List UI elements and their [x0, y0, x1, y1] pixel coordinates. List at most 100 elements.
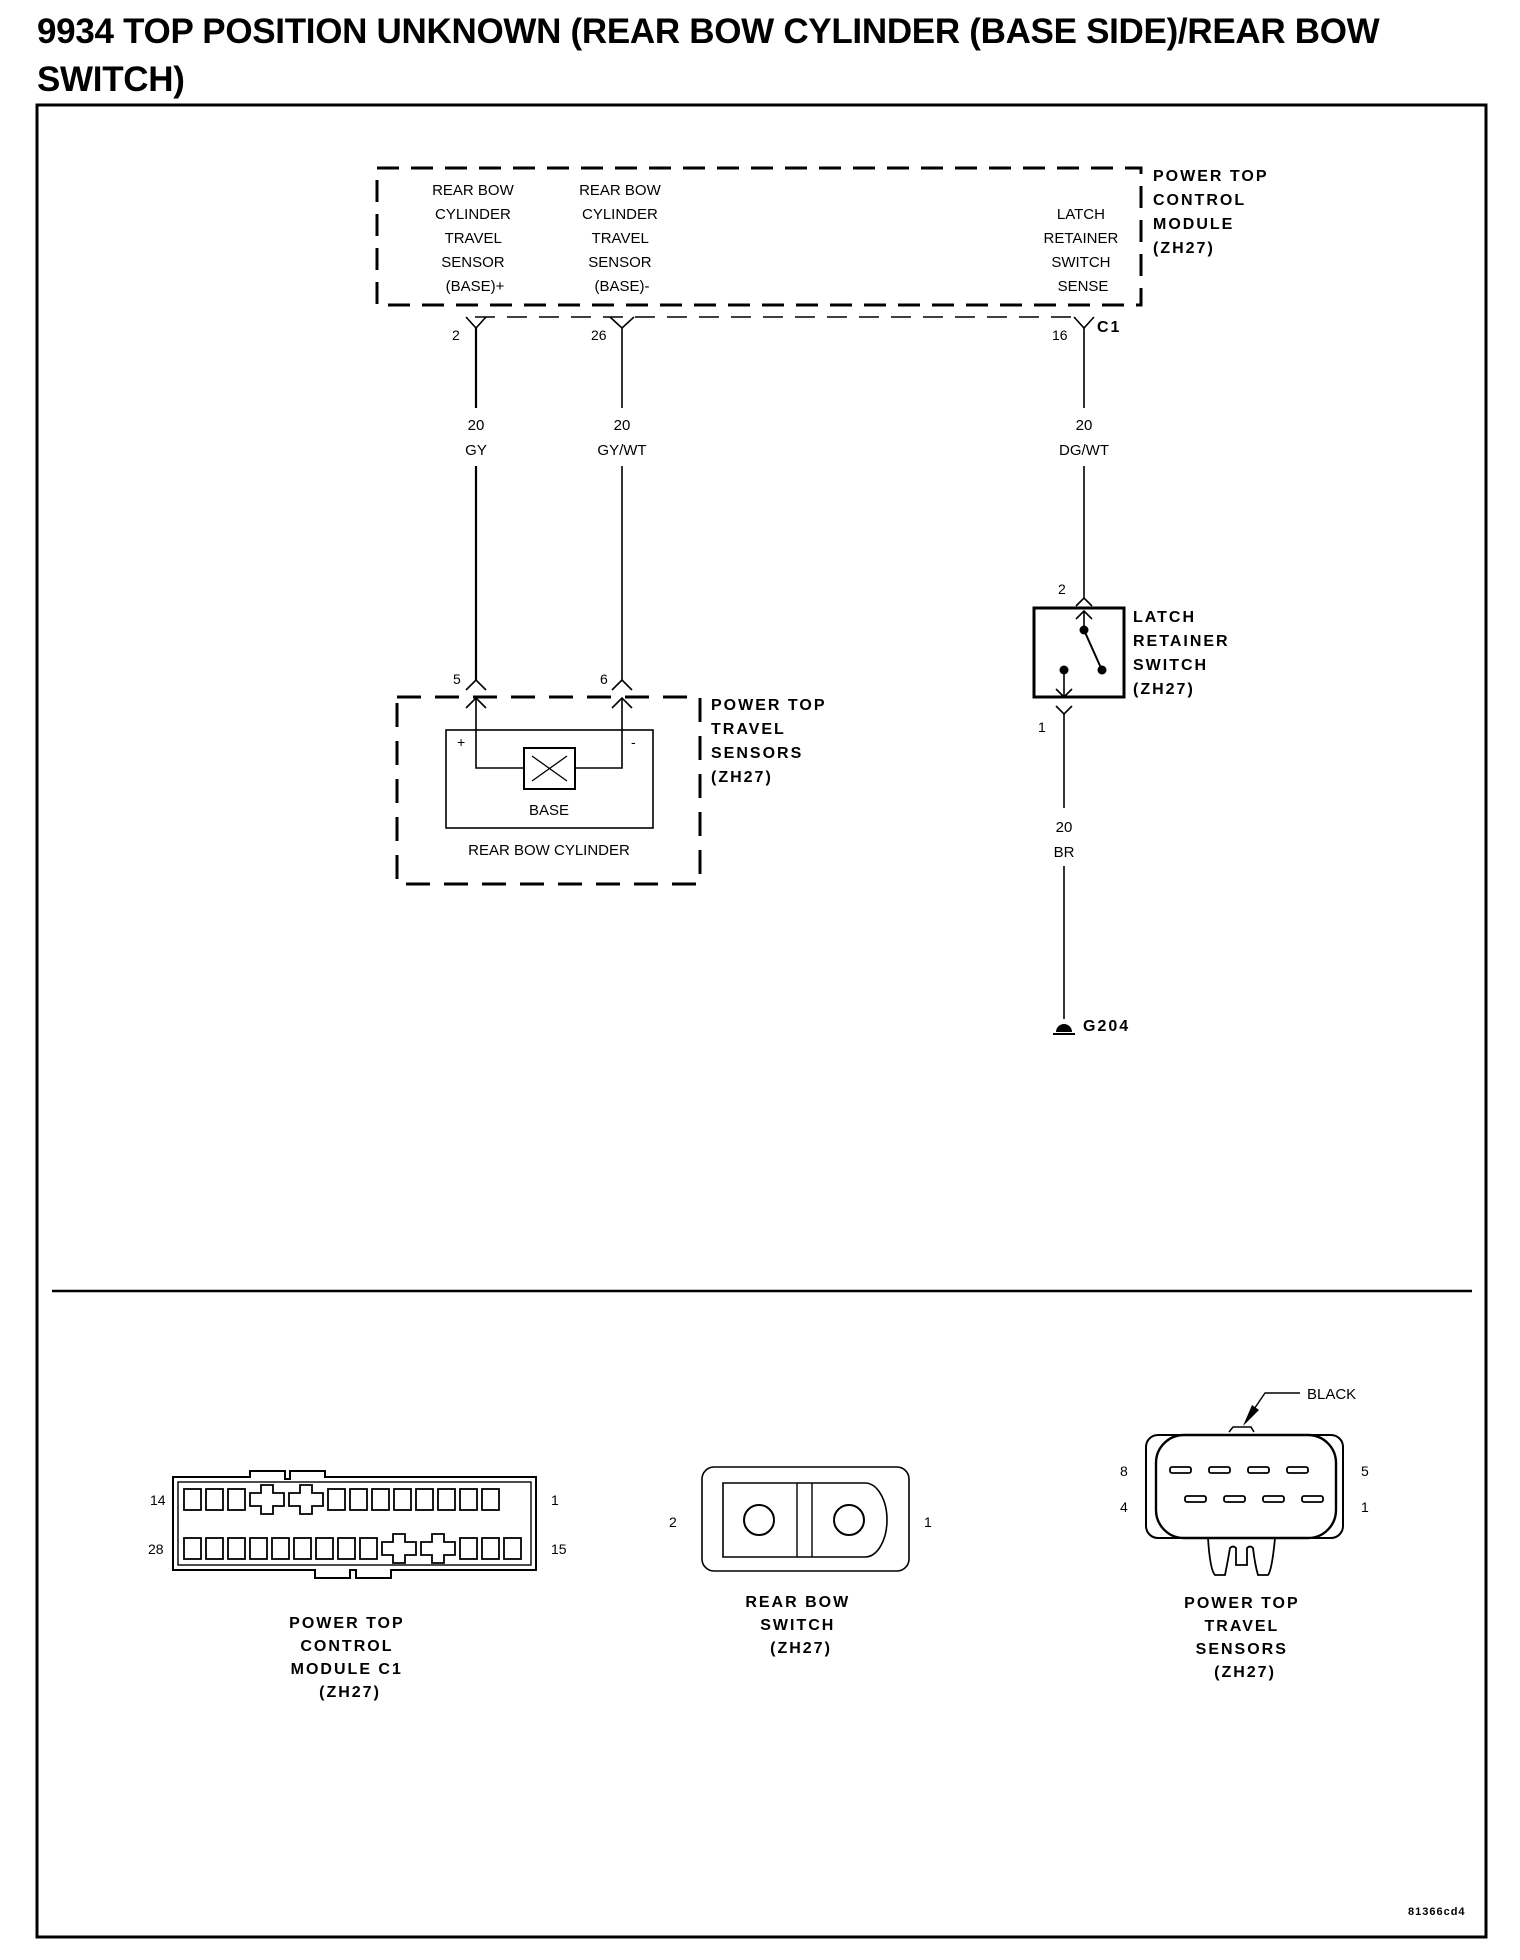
connector-name: POWER TOP TRAVEL SENSORS (ZH27): [1184, 1595, 1306, 1681]
connector-name: REAR BOW SWITCH (ZH27): [745, 1594, 856, 1657]
cavity-icon: [437, 1488, 456, 1511]
cavity-icon: [371, 1488, 390, 1511]
ground-icon: [1056, 1024, 1072, 1032]
element-label: BASE: [529, 802, 569, 819]
cavity-icon: [1184, 1495, 1207, 1503]
cavity-icon: [349, 1488, 368, 1511]
rear-bow-cylinder-body: [445, 729, 654, 829]
module-outline: [375, 166, 1143, 307]
wire-gauge: 20: [614, 417, 631, 434]
pin-number: 28: [148, 1541, 164, 1557]
cavity-icon: [293, 1537, 312, 1560]
page-title: 9934 TOP POSITION UNKNOWN (REAR BOW CYLI…: [37, 12, 1380, 99]
cavity-icon: [227, 1488, 246, 1511]
callout-arrow-icon: [1243, 1405, 1259, 1426]
pin-number: 1: [551, 1492, 559, 1508]
switch-body: [1032, 606, 1126, 699]
cavities: [1169, 1466, 1324, 1503]
module-name: POWER TOP CONTROL MODULE (ZH27): [1153, 168, 1275, 257]
connector-inner: [722, 1482, 888, 1558]
cavity-icon: [227, 1537, 246, 1560]
connector-fork-icon: [465, 316, 487, 330]
wire-labels: 20 GY 20 GY/WT 20 DG/WT 20 BR: [465, 417, 1109, 861]
cavity-icon: [1286, 1466, 1309, 1474]
cavity-icon: [315, 1537, 334, 1560]
wire-color: DG/WT: [1059, 442, 1109, 459]
cavity-icon: [183, 1537, 202, 1560]
pin-number: 1: [924, 1514, 932, 1530]
ground-label: G204: [1083, 1018, 1130, 1035]
wires: [465, 316, 1095, 1019]
figure-code: 81366cd4: [1408, 1906, 1466, 1918]
pin-number: 5: [453, 671, 461, 687]
cavity-icon: [1301, 1495, 1324, 1503]
pin-number: 8: [1120, 1463, 1128, 1479]
terminal-label: REAR BOW CYLINDER TRAVEL SENSOR (BASE)+: [432, 182, 518, 295]
connector-outline: [172, 1470, 537, 1579]
cavity-icon: [1223, 1495, 1246, 1503]
connector-fork-icon: [609, 316, 635, 330]
cavity-icon: [205, 1537, 224, 1560]
switch-blade: [1083, 629, 1102, 669]
cavity-icon: [1262, 1495, 1285, 1503]
wire-gauge: 20: [1076, 417, 1093, 434]
sensor-x-line: [531, 755, 568, 782]
connector-inner: [1154, 1433, 1338, 1540]
keyed-cavity-icon: [288, 1484, 324, 1515]
connector-pin-icon: [1055, 705, 1073, 716]
internal-wire: [475, 698, 524, 769]
cavity-icon: [1208, 1466, 1231, 1474]
internal-wire: [575, 698, 623, 769]
cavity-icon: [743, 1504, 775, 1536]
wire-color: GY/WT: [597, 442, 646, 459]
cavity-icon: [1169, 1466, 1192, 1474]
cavity-icon: [415, 1488, 434, 1511]
pin-number: 1: [1038, 719, 1046, 735]
pin-number: 2: [1058, 581, 1066, 597]
cavity-icon: [271, 1537, 290, 1560]
connector-pin-icon: [465, 678, 487, 691]
connector-inner: [177, 1481, 532, 1566]
cavity-icon: [459, 1537, 478, 1560]
ground-g204: G204: [1053, 1018, 1130, 1035]
pin-number: 2: [452, 327, 460, 343]
connector-id: C1: [1097, 319, 1121, 336]
pin-number: 4: [1120, 1499, 1128, 1515]
switch-name: LATCH RETAINER SWITCH (ZH27): [1133, 609, 1236, 698]
pin-number: 26: [591, 327, 607, 343]
latch-tab: [1207, 1537, 1276, 1576]
power-top-control-module: REAR BOW CYLINDER TRAVEL SENSOR (BASE)+ …: [375, 166, 1275, 343]
cavity-icon: [481, 1488, 500, 1511]
color-key-tab: [1228, 1426, 1255, 1433]
cavities: [183, 1484, 522, 1564]
connector-view-module-c1: 14 1 28 15 POWER TOP CONTROL MODULE C1 (…: [148, 1470, 567, 1701]
callout-label: BLACK: [1307, 1386, 1356, 1403]
cavity-icon: [249, 1537, 268, 1560]
sensor-outline: [395, 695, 702, 886]
cavity-icon: [183, 1488, 202, 1511]
cavity-icon: [503, 1537, 522, 1560]
connector-pin-icon: [611, 678, 633, 691]
connector-pin-icon: [1055, 688, 1073, 699]
cavity-icon: [459, 1488, 478, 1511]
cavity-icon: [481, 1537, 500, 1560]
power-top-travel-sensors: 5 6 + - BASE REAR BOW CYLINDER POWER TOP…: [395, 671, 833, 886]
cavity-icon: [1247, 1466, 1270, 1474]
diagram-frame: [35, 103, 1488, 1939]
connector-view-rear-bow-switch: 2 1 REAR BOW SWITCH (ZH27): [669, 1466, 932, 1657]
terminal-label: REAR BOW CYLINDER TRAVEL SENSOR (BASE)-: [579, 182, 665, 295]
wire-gauge: 20: [1056, 819, 1073, 836]
connector-name: POWER TOP CONTROL MODULE C1 (ZH27): [289, 1615, 411, 1701]
pin-number: 5: [1361, 1463, 1369, 1479]
minus-sign: -: [631, 734, 636, 750]
sensors-name: POWER TOP TRAVEL SENSORS (ZH27): [711, 697, 833, 786]
switch-contact-icon: [1097, 665, 1107, 675]
cavity-icon: [359, 1537, 378, 1560]
wire-color: BR: [1054, 844, 1075, 861]
pin-number: 14: [150, 1492, 166, 1508]
sensor-element-icon: [523, 747, 576, 790]
keyed-cavity-icon: [381, 1533, 417, 1564]
pin-number: 6: [600, 671, 608, 687]
latch-retainer-switch: 2 1 LATCH RETAINER SWITCH (ZH27): [1032, 581, 1236, 735]
